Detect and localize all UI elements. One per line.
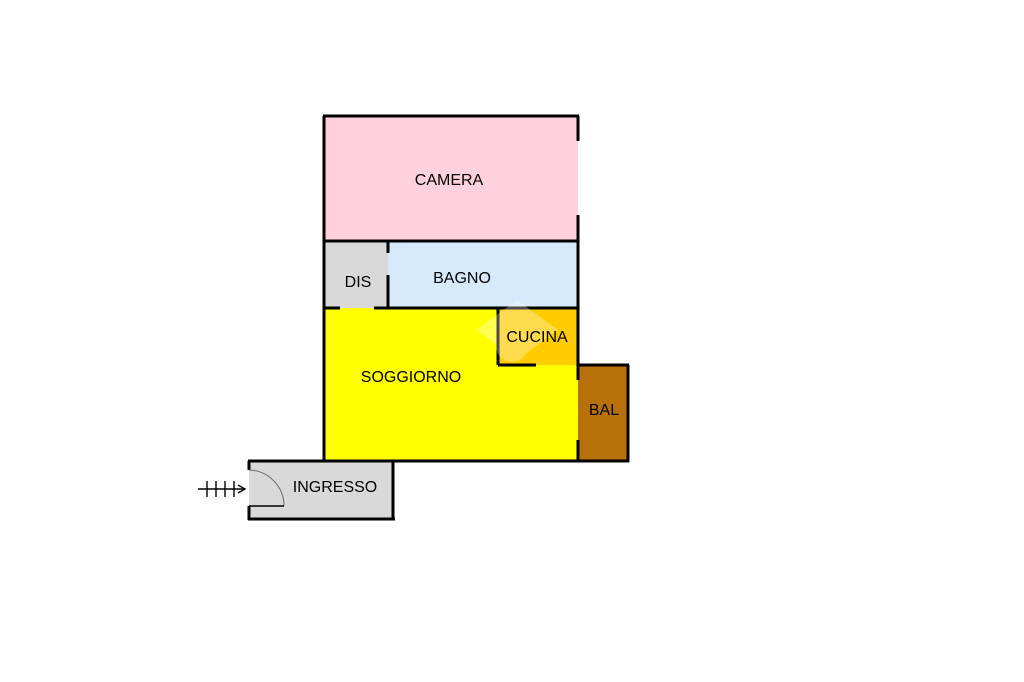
label-soggiorno: SOGGIORNO [361, 369, 461, 386]
label-dis: DIS [345, 274, 372, 291]
walls [247, 114, 630, 521]
label-bagno: BAGNO [433, 270, 491, 287]
door-swing-icon [248, 469, 285, 507]
label-cucina: CUCINA [506, 329, 568, 346]
room-bal [578, 365, 628, 461]
watermark-logo-icon [476, 300, 558, 362]
label-ingresso: INGRESSO [293, 479, 377, 496]
room-dis [324, 241, 388, 308]
room-cucina [498, 308, 578, 365]
label-bal: BAL [589, 402, 619, 419]
room-bagno [388, 241, 578, 308]
room-ingresso [249, 461, 394, 519]
label-camera: CAMERA [415, 172, 484, 189]
entrance-arrow-icon [198, 481, 247, 497]
room-camera [324, 117, 578, 241]
